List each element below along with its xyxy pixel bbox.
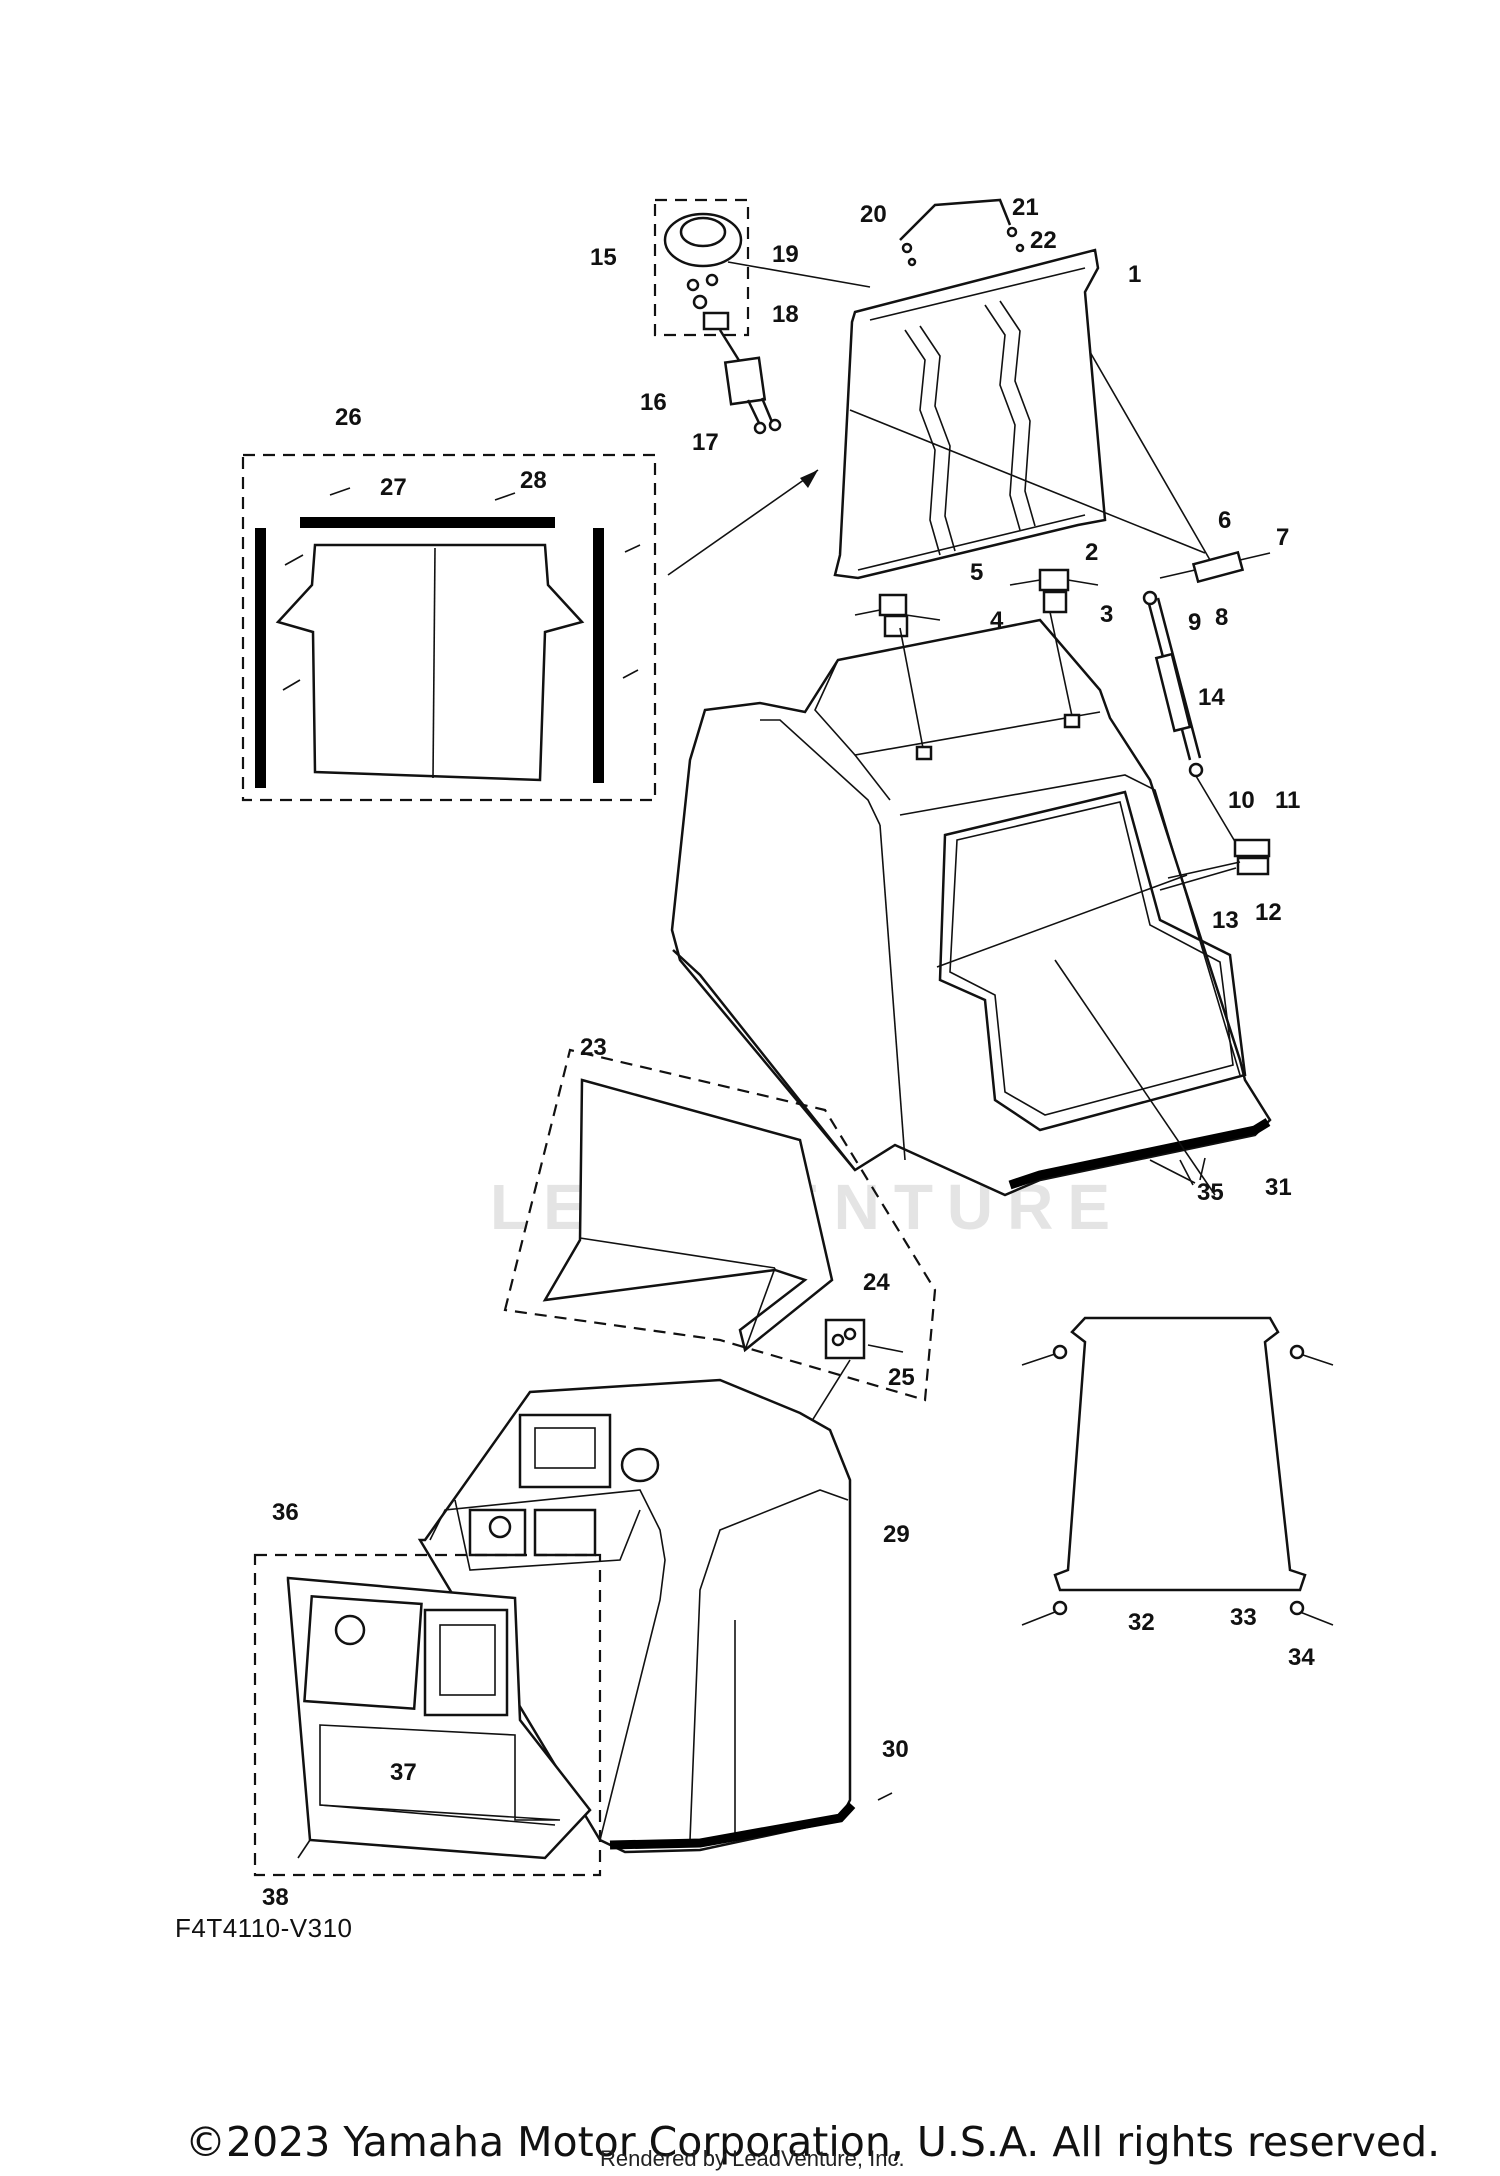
callout-6: 6 bbox=[1218, 507, 1231, 534]
copyright-notice: ©2023 Yamaha Motor Corporation, U.S.A. A… bbox=[185, 2118, 1441, 2166]
latch-assembly bbox=[653, 198, 871, 435]
rendered-by-notice: Rendered by LeadVenture, Inc. bbox=[600, 2146, 905, 2171]
callout-3: 3 bbox=[1100, 601, 1113, 628]
callout-labels: 1 2 3 4 5 6 7 8 9 10 11 12 13 14 15 16 1… bbox=[262, 194, 1315, 1911]
callout-12: 12 bbox=[1255, 899, 1282, 926]
callout-4: 4 bbox=[990, 607, 1004, 634]
callout-20: 20 bbox=[860, 201, 887, 228]
callout-27: 27 bbox=[380, 474, 407, 501]
callout-35: 35 bbox=[1197, 1179, 1224, 1206]
seal-kit bbox=[241, 453, 819, 802]
gas-strut bbox=[1142, 590, 1271, 876]
callout-36: 36 bbox=[272, 1499, 299, 1526]
callout-5: 5 bbox=[970, 559, 983, 586]
callout-14: 14 bbox=[1198, 684, 1225, 711]
callout-15: 15 bbox=[590, 244, 617, 271]
callout-30: 30 bbox=[882, 1736, 909, 1763]
callout-38: 38 bbox=[262, 1884, 289, 1911]
windshield-kit bbox=[503, 1048, 937, 1441]
callout-18: 18 bbox=[772, 301, 799, 328]
gasket-frame bbox=[1021, 1316, 1334, 1626]
grab-handle bbox=[899, 198, 1025, 267]
callout-22: 22 bbox=[1030, 227, 1057, 254]
callout-7: 7 bbox=[1276, 524, 1289, 551]
console-body bbox=[670, 611, 1272, 1197]
callout-32: 32 bbox=[1128, 1609, 1155, 1636]
lid-hinges bbox=[854, 550, 1271, 638]
callout-21: 21 bbox=[1012, 194, 1039, 221]
callout-24: 24 bbox=[863, 1269, 890, 1296]
callout-11: 11 bbox=[1275, 787, 1300, 814]
callout-33: 33 bbox=[1230, 1604, 1257, 1631]
callout-2: 2 bbox=[1085, 539, 1098, 566]
diagram-code: F4T4110-V310 bbox=[175, 1913, 353, 1943]
callout-31: 31 bbox=[1265, 1174, 1292, 1201]
callout-37: 37 bbox=[390, 1759, 417, 1786]
callout-16: 16 bbox=[640, 389, 667, 416]
callout-26: 26 bbox=[335, 404, 362, 431]
callout-23: 23 bbox=[580, 1034, 607, 1061]
callout-10: 10 bbox=[1228, 787, 1255, 814]
callout-1: 1 bbox=[1128, 261, 1141, 288]
callout-29: 29 bbox=[883, 1521, 910, 1548]
callout-28: 28 bbox=[520, 467, 547, 494]
callout-25: 25 bbox=[888, 1364, 915, 1391]
callout-34: 34 bbox=[1288, 1644, 1315, 1671]
callout-9: 9 bbox=[1188, 609, 1201, 636]
callout-19: 19 bbox=[772, 241, 799, 268]
lid-panel bbox=[833, 248, 1211, 580]
callout-8: 8 bbox=[1215, 604, 1228, 631]
glovebox-kit bbox=[253, 1553, 602, 1877]
callout-17: 17 bbox=[692, 429, 719, 456]
callout-13: 13 bbox=[1212, 907, 1239, 934]
